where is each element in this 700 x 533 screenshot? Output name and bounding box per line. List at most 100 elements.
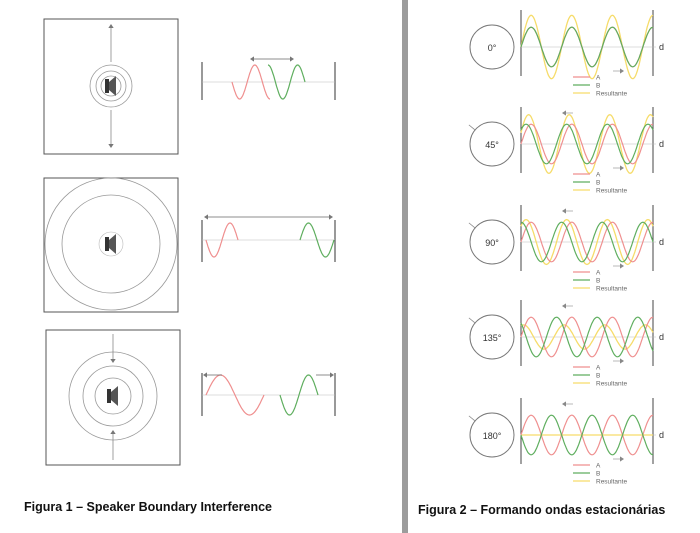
wave-resultant — [520, 324, 654, 350]
arrow-right-small-head — [620, 68, 624, 74]
arrow-left-small-head — [562, 110, 566, 116]
wave-reflected — [299, 222, 335, 258]
phase-circle — [469, 24, 515, 70]
legend-b-label: B — [596, 471, 600, 478]
arrow-left-small-head — [562, 208, 566, 214]
legend-a-label: A — [596, 75, 601, 82]
sound-ring-1 — [61, 194, 161, 294]
sound-ring-3 — [89, 64, 133, 108]
arrow-left-small-head — [562, 303, 566, 309]
wall-arrow-left-head — [203, 372, 207, 378]
figure-1-caption: Figura 1 – Speaker Boundary Interference — [24, 500, 273, 514]
distance-arrow-left — [204, 214, 208, 220]
axis-label-d: d — [659, 237, 664, 247]
legend-b-label: B — [596, 373, 600, 380]
figure-1-panel: Figura 1 – Speaker Boundary Interference — [24, 18, 336, 514]
fig1-row-3 — [45, 329, 336, 466]
wave-reflected — [267, 64, 306, 100]
sound-ring-1 — [94, 377, 132, 415]
arrow-head-bottom — [110, 430, 116, 434]
arrow-right-small-head — [620, 358, 624, 364]
figure-2-caption: Figura 2 – Formando ondas estacionárias — [418, 503, 666, 517]
legend-a-label: A — [596, 365, 601, 372]
figure-2-diagram: 0°dABResultante45°dABResultante90°dABRes… — [468, 10, 664, 486]
wave-b — [520, 26, 654, 68]
sound-ring-2 — [44, 177, 178, 311]
phase-label: 45° — [485, 140, 499, 150]
legend-a-label: A — [596, 172, 601, 179]
phase-indicator — [468, 317, 476, 324]
wave-direct — [231, 64, 271, 100]
legend-b-label: B — [596, 278, 600, 285]
legend-resultant-label: Resultante — [596, 91, 627, 98]
wave-a — [520, 316, 654, 358]
speaker-magnet — [107, 389, 111, 403]
legend-b-label: B — [596, 83, 600, 90]
distance-arrow-left — [250, 56, 254, 62]
phase-label: 90° — [485, 238, 499, 248]
phase-label: 135° — [483, 333, 502, 343]
phase-indicator — [468, 124, 476, 131]
wave-direct — [205, 222, 239, 258]
sound-ring-2 — [95, 70, 127, 102]
wave-a — [520, 123, 654, 165]
legend-resultant-label: Resultante — [596, 286, 627, 293]
wave-b — [520, 414, 654, 456]
fig1-row-1 — [43, 18, 336, 155]
wave-b — [520, 123, 654, 165]
phase-label: 180° — [483, 431, 502, 441]
phase-label: 0° — [488, 43, 497, 53]
phase-circle — [469, 219, 515, 265]
pane-divider — [402, 0, 408, 533]
legend-resultant-label: Resultante — [596, 381, 627, 388]
wave-reflected — [279, 374, 319, 416]
arrow-right-small-head — [620, 263, 624, 269]
arrow-right-small-head — [620, 165, 624, 171]
legend-a-label: A — [596, 463, 601, 470]
wave-resultant — [520, 14, 654, 80]
arrow-left-small-head — [562, 401, 566, 407]
axis-label-d: d — [659, 430, 664, 440]
arrow-right-small-head — [620, 456, 624, 462]
wave-b — [520, 316, 654, 358]
wave-b — [520, 221, 654, 263]
sound-ring-2 — [82, 365, 144, 427]
speaker-cone — [111, 386, 118, 406]
speaker-magnet — [105, 79, 109, 93]
phase-circle — [469, 412, 515, 458]
arrow-head-up — [108, 24, 114, 28]
room-box — [45, 329, 181, 466]
arrow-head-down — [108, 144, 114, 148]
axis-label-d: d — [659, 332, 664, 342]
speaker-icon — [107, 386, 118, 406]
phase-circle — [469, 121, 515, 167]
legend-resultant-label: Resultante — [596, 188, 627, 195]
sound-ring-1 — [100, 75, 122, 97]
legend-a-label: A — [596, 270, 601, 277]
legend-b-label: B — [596, 180, 600, 187]
phase-indicator — [468, 415, 476, 422]
arrow-head-top — [110, 359, 116, 363]
fig1-row-2 — [43, 177, 336, 313]
sound-ring-inner — [98, 231, 124, 257]
legend-resultant-label: Resultante — [596, 479, 627, 486]
phase-circle — [469, 314, 515, 360]
distance-arrow-right — [329, 214, 333, 220]
speaker-icon — [105, 234, 116, 254]
room-box — [43, 18, 179, 155]
wave-a — [520, 414, 654, 456]
phase-indicator — [468, 222, 476, 229]
axis-label-d: d — [659, 139, 664, 149]
axis-label-d: d — [659, 42, 664, 52]
figure-1-diagram — [43, 18, 336, 466]
